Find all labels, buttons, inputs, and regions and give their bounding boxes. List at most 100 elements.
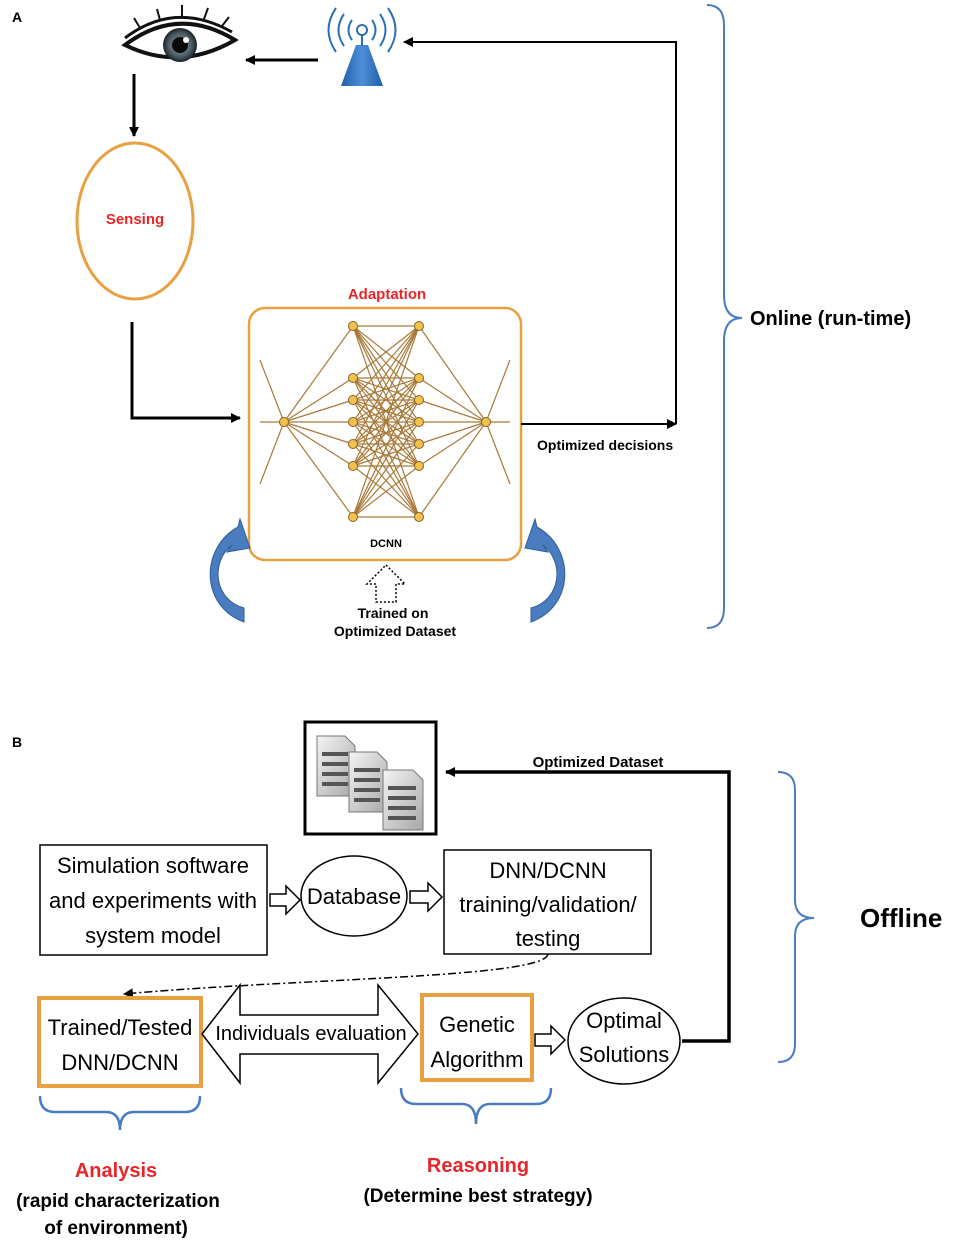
network-connection — [352, 325, 420, 423]
network-connection — [283, 377, 354, 423]
network-connection — [418, 399, 487, 423]
network-connection — [259, 359, 285, 423]
trained-on-line2: Optimized Dataset — [334, 623, 456, 639]
eye-icon — [121, 5, 239, 62]
network-connection — [418, 421, 487, 445]
network-connection — [352, 325, 420, 379]
offline-brace — [777, 771, 815, 1063]
network-connection — [352, 325, 420, 401]
simulation-to-database-arrow — [269, 884, 302, 916]
network-connection — [352, 421, 420, 518]
network-connection — [352, 399, 420, 467]
sensing-ellipse — [75, 141, 195, 301]
network-node — [348, 321, 358, 331]
network-connection — [283, 421, 354, 518]
network-connection — [352, 465, 420, 518]
offline-label: Offline — [860, 903, 942, 933]
optimal-solutions-ellipse — [567, 997, 681, 1085]
network-connection — [283, 325, 354, 423]
feedback-arrow-right — [524, 517, 566, 623]
network-connection — [283, 421, 354, 445]
network-connection — [418, 325, 487, 423]
optimized-dataset-arrow — [445, 767, 731, 1043]
trained-on-arrow — [365, 563, 407, 603]
network-node — [414, 417, 424, 427]
optimized-dataset-label: Optimized Dataset — [533, 754, 664, 771]
database-ellipse — [300, 855, 408, 937]
network-node — [414, 373, 424, 383]
network-connection — [352, 377, 420, 401]
individuals-evaluation-label: Individuals evaluation — [215, 1023, 406, 1045]
network-node — [414, 395, 424, 405]
reasoning-label: Reasoning — [427, 1155, 529, 1177]
network-node — [414, 512, 424, 522]
genetic-line1: Genetic — [439, 1012, 515, 1037]
analysis-label: Analysis — [75, 1160, 157, 1182]
network-node — [414, 461, 424, 471]
network-connection — [352, 443, 420, 467]
reasoning-sub: (Determine best strategy) — [363, 1186, 592, 1207]
network-node — [348, 439, 358, 449]
genetic-line2: Algorithm — [431, 1047, 524, 1072]
network-connection — [418, 421, 487, 467]
optimized-decisions-label: Optimized decisions — [537, 437, 673, 453]
dnn-training-line1: DNN/DCNN — [489, 858, 606, 883]
network-node — [414, 439, 424, 449]
network-connection — [283, 399, 354, 423]
network-node — [481, 417, 491, 427]
genetic-to-optimal-arrow — [534, 1024, 567, 1056]
simulation-line3: system model — [85, 923, 221, 948]
network-connection — [352, 421, 420, 467]
network-node — [348, 417, 358, 427]
adaptation-label: Adaptation — [348, 286, 426, 303]
network-connection — [352, 443, 420, 518]
network-node — [348, 395, 358, 405]
dcnn-label: DCNN — [370, 538, 402, 550]
dnn-training-line2: training/validation/ — [459, 892, 637, 917]
trained-tested-line1: Trained/Tested — [48, 1015, 193, 1040]
network-connection — [259, 421, 285, 485]
sensing-label: Sensing — [106, 211, 164, 228]
genetic-algorithm-box — [420, 993, 534, 1082]
decision-to-tower-arrow — [403, 37, 677, 424]
documents-icon — [316, 735, 424, 831]
analysis-brace — [38, 1095, 202, 1131]
trained-on-line1: Trained on — [358, 605, 429, 621]
network-connection — [283, 421, 354, 467]
network-connection — [418, 377, 487, 423]
database-to-dnn-arrow — [409, 881, 444, 913]
sensing-to-adaptation-arrow — [130, 322, 241, 423]
trained-tested-box — [37, 996, 203, 1088]
network-connection — [485, 359, 511, 423]
online-brace — [706, 4, 743, 629]
trained-model-transfer-arrow — [123, 953, 549, 999]
online-label: Online (run-time) — [750, 308, 911, 330]
network-node — [414, 321, 424, 331]
network-connection — [352, 377, 420, 445]
network-connection — [352, 325, 420, 518]
optimal-line2: Solutions — [579, 1042, 670, 1067]
feedback-arrow-left — [209, 517, 251, 623]
network-connection — [352, 325, 420, 467]
dnn-training-line3: testing — [516, 926, 581, 951]
dnn-training-box — [443, 849, 652, 955]
network-connection — [418, 421, 487, 518]
trained-tested-line2: DNN/DCNN — [61, 1050, 178, 1075]
network-node — [348, 461, 358, 471]
simulation-box — [39, 844, 268, 956]
network-node — [348, 373, 358, 383]
network-connection — [485, 421, 511, 485]
network-node — [279, 417, 289, 427]
simulation-line1: Simulation software — [57, 853, 249, 878]
simulation-line2: and experiments with — [49, 888, 257, 913]
analysis-sub1: (rapid characterization — [16, 1191, 220, 1212]
network-connection — [352, 377, 420, 423]
network-connection — [352, 399, 420, 518]
network-node — [348, 512, 358, 522]
antenna-tower-icon — [327, 7, 397, 86]
panel-b-letter: B — [12, 734, 22, 750]
panel-a-letter: A — [12, 9, 22, 25]
neural-network-graphic — [259, 321, 511, 522]
